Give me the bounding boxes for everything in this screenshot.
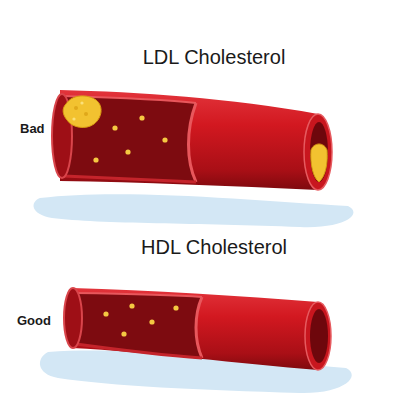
- cholesterol-particle: [129, 303, 134, 308]
- cholesterol-particle: [149, 319, 154, 324]
- cut-edge: [76, 344, 202, 358]
- artery-lumen: [310, 122, 328, 182]
- cut-edge: [74, 293, 202, 297]
- plaque-grain: [72, 117, 75, 120]
- cut-edge: [196, 297, 202, 358]
- cholesterol-particle: [125, 149, 130, 154]
- plaque: [63, 96, 101, 128]
- plaque: [311, 144, 327, 182]
- cut-edge: [189, 103, 197, 182]
- artery-wall: [72, 288, 318, 370]
- cholesterol-particle: [121, 331, 126, 336]
- cholesterol-particle: [93, 157, 98, 162]
- cholesterol-particle: [173, 305, 178, 310]
- plaque-grain: [80, 101, 83, 104]
- cholesterol-particle: [103, 311, 108, 316]
- artery-lumen: [310, 309, 328, 363]
- cholesterol-particle: [162, 137, 167, 142]
- artery-interior: [62, 96, 196, 182]
- heading: LDL Cholesterol: [143, 45, 286, 69]
- rating-label: Good: [17, 313, 51, 329]
- cholesterol-particle: [112, 125, 117, 130]
- plaque-grain: [74, 106, 78, 110]
- cut-edge: [64, 176, 196, 182]
- rating-label: Bad: [20, 121, 45, 137]
- artery-interior: [74, 293, 202, 358]
- plaque-grain: [84, 112, 88, 116]
- cholesterol-particle: [139, 115, 144, 120]
- heading: HDL Cholesterol: [141, 235, 287, 259]
- artery-opening: [305, 302, 331, 370]
- artery-end: [64, 288, 82, 348]
- shadow: [34, 194, 354, 227]
- artery-opening: [304, 114, 332, 190]
- artery-wall: [60, 90, 318, 190]
